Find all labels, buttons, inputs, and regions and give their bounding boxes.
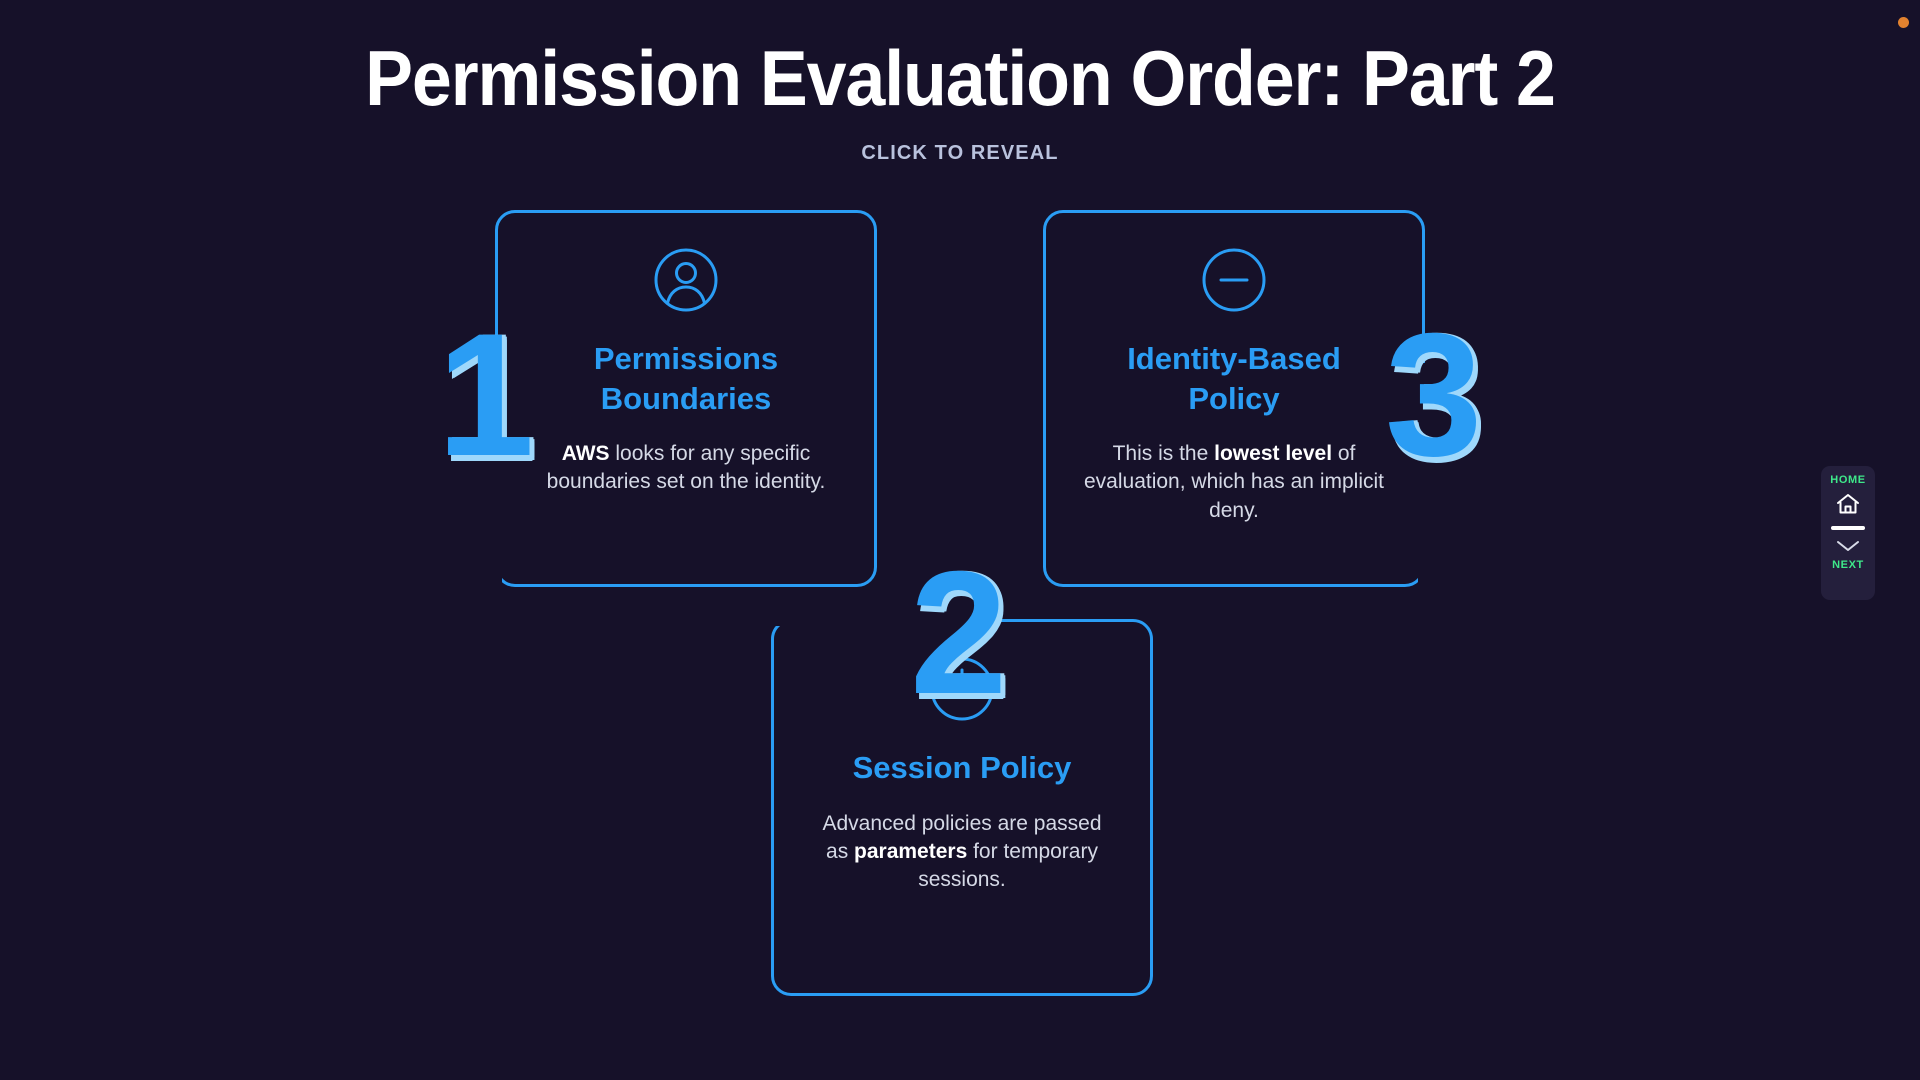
card-heading: Permissions Boundaries	[593, 341, 779, 416]
chevron-down-icon[interactable]	[1835, 539, 1861, 553]
card-body: Advanced policies are passed as paramete…	[812, 810, 1112, 894]
card-body: AWS looks for any specific boundaries se…	[536, 440, 836, 496]
card-body-suffix: of evaluation, which has an implicit den…	[1084, 442, 1384, 522]
card-body-bold: AWS	[561, 442, 610, 466]
card-body: This is the lowest level of evaluation, …	[1084, 440, 1384, 524]
nav-divider	[1831, 526, 1865, 530]
card-body-suffix: looks for any specific boundaries set on…	[546, 442, 826, 494]
notification-dot	[1898, 17, 1909, 28]
step-number-3: 3	[1385, 298, 1483, 493]
card-permissions-boundaries[interactable]: Permissions Boundaries AWS looks for any…	[492, 210, 877, 593]
clock-icon	[929, 656, 995, 722]
card-body-bold: lowest level	[1214, 442, 1333, 466]
navigation-widget[interactable]: HOME NEXT	[1821, 466, 1875, 600]
step-number-2: 2	[910, 536, 1008, 731]
page-subtitle: CLICK TO REVEAL	[861, 141, 1059, 164]
card-body-suffix: for temporary sessions.	[918, 839, 1098, 891]
step-number-1: 1	[437, 298, 535, 493]
page-header: Permission Evaluation Order: Part 2 CLIC…	[0, 0, 1920, 165]
card-session-policy[interactable]: Session Policy Advanced policies are pas…	[771, 616, 1153, 996]
minus-circle-icon	[1201, 247, 1267, 313]
card-identity-based-policy[interactable]: Identity-Based Policy This is the lowest…	[1043, 210, 1428, 593]
card-body-prefix: Advanced policies are passed as	[822, 811, 1102, 863]
user-circle-icon	[653, 247, 719, 313]
card-body-bold: parameters	[854, 839, 968, 863]
card-body-prefix: This is the	[1112, 442, 1215, 466]
page-title: Permission Evaluation Order: Part 2	[365, 34, 1556, 122]
house-icon[interactable]	[1835, 492, 1861, 516]
nav-home-label: HOME	[1830, 474, 1866, 486]
card-heading: Identity-Based Policy	[1127, 341, 1341, 416]
nav-next-label: NEXT	[1832, 559, 1864, 571]
card-heading: Session Policy	[852, 750, 1072, 785]
